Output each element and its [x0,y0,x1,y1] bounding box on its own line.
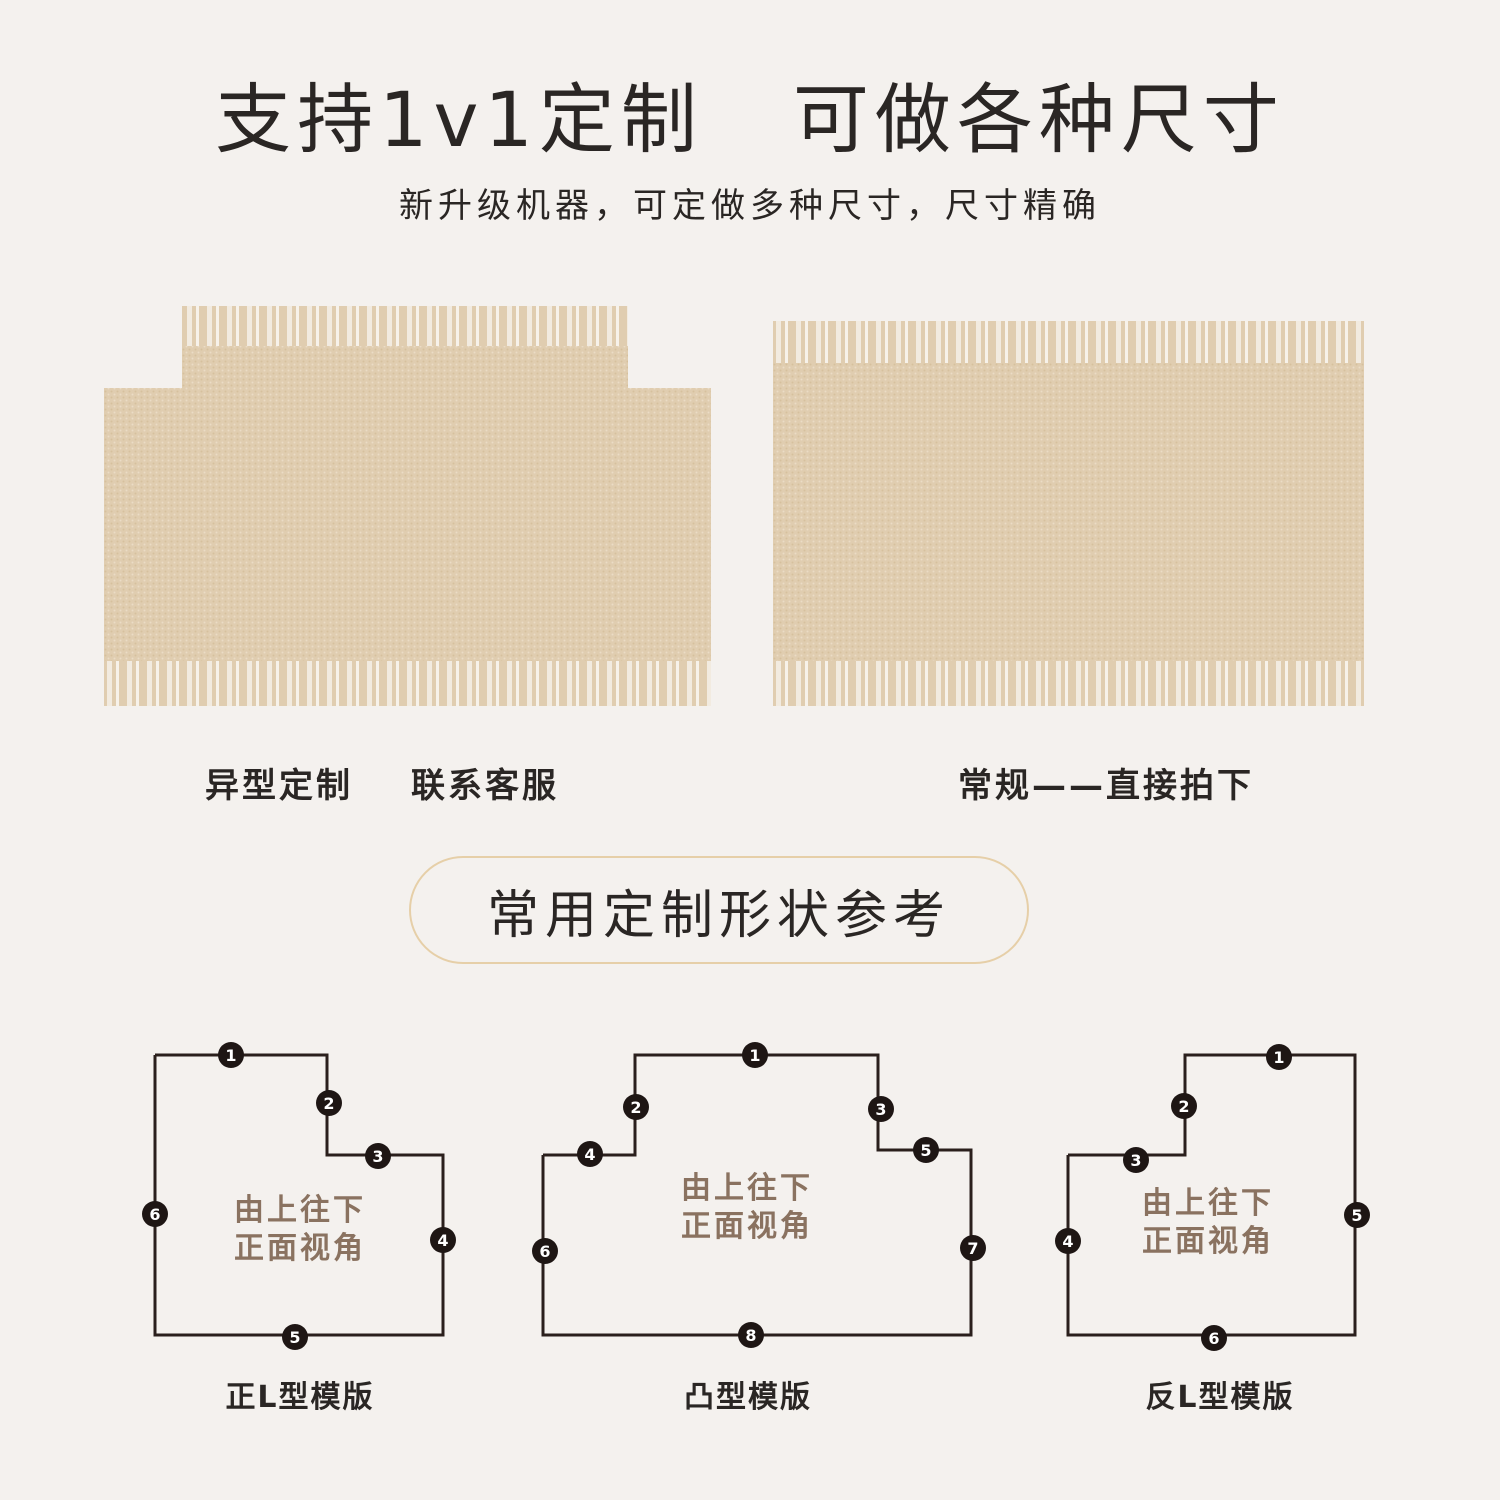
point-marker [365,1143,391,1169]
view-note-line: 由上往下 [1142,1186,1274,1221]
view-note-line: 正面视角 [1142,1224,1274,1259]
point-marker [1344,1202,1370,1228]
point-number: 2 [323,1094,334,1113]
point-marker [960,1235,986,1261]
page-title: 支持1v1定制可做各种尺寸 [0,58,1500,168]
point-marker [738,1322,764,1348]
point-number: 3 [1130,1151,1141,1170]
template-convex-shape: 1 2 3 4 5 6 7 8 [523,1035,993,1360]
view-note-line: 正面视角 [681,1209,813,1244]
point-marker [218,1042,244,1068]
point-number: 4 [437,1231,448,1250]
point-number: 3 [875,1100,886,1119]
point-marker [577,1141,603,1167]
point-number: 2 [1178,1097,1189,1116]
point-number: 1 [1273,1048,1284,1067]
title-left: 支持1v1定制 [215,75,703,164]
template-l-shape: 1 2 3 4 5 6 [135,1035,465,1360]
point-marker [1123,1147,1149,1173]
point-marker [1171,1093,1197,1119]
point-number: 4 [584,1145,595,1164]
template-label: 凸型模版 [684,1380,812,1415]
custom-caption-left: 异型定制 [205,766,353,806]
point-marker [282,1324,308,1350]
template-view-note: 由上往下 正面视角 [647,1170,847,1246]
point-marker [1055,1228,1081,1254]
point-marker [1201,1325,1227,1351]
point-marker [430,1227,456,1253]
point-number: 4 [1062,1232,1073,1251]
point-marker [913,1137,939,1163]
template-reverse-l-shape: 1 2 3 4 5 6 [1048,1035,1378,1360]
section-label: 常用定制形状参考 [409,856,1029,964]
point-marker [532,1238,558,1264]
point-number: 1 [749,1046,760,1065]
point-marker [623,1094,649,1120]
regular-caption: 常规——直接拍下 [958,766,1254,806]
point-number: 3 [372,1147,383,1166]
view-note-line: 由上往下 [234,1193,366,1228]
point-marker [316,1090,342,1116]
point-number: 5 [289,1328,300,1347]
point-number: 1 [225,1046,236,1065]
custom-shape-rug [104,306,711,706]
regular-rug [773,321,1364,706]
point-number: 8 [745,1326,756,1345]
template-label: 正L型模版 [225,1380,375,1415]
template-label: 反L型模版 [1145,1380,1295,1415]
title-right: 可做各种尺寸 [792,75,1285,164]
point-number: 5 [920,1141,931,1160]
template-view-note: 由上往下 正面视角 [1108,1185,1308,1261]
point-marker [868,1096,894,1122]
view-note-line: 正面视角 [234,1231,366,1266]
point-number: 6 [539,1242,550,1261]
point-number: 2 [630,1098,641,1117]
template-view-note: 由上往下 正面视角 [200,1192,400,1268]
point-number: 6 [149,1205,160,1224]
point-number: 5 [1351,1206,1362,1225]
point-marker [742,1042,768,1068]
point-marker [1266,1044,1292,1070]
point-number: 6 [1208,1329,1219,1348]
point-marker [142,1201,168,1227]
view-note-line: 由上往下 [681,1171,813,1206]
custom-caption-right: 联系客服 [411,766,559,806]
point-number: 7 [967,1239,978,1258]
page-subtitle: 新升级机器，可定做多种尺寸，尺寸精确 [399,186,1101,226]
